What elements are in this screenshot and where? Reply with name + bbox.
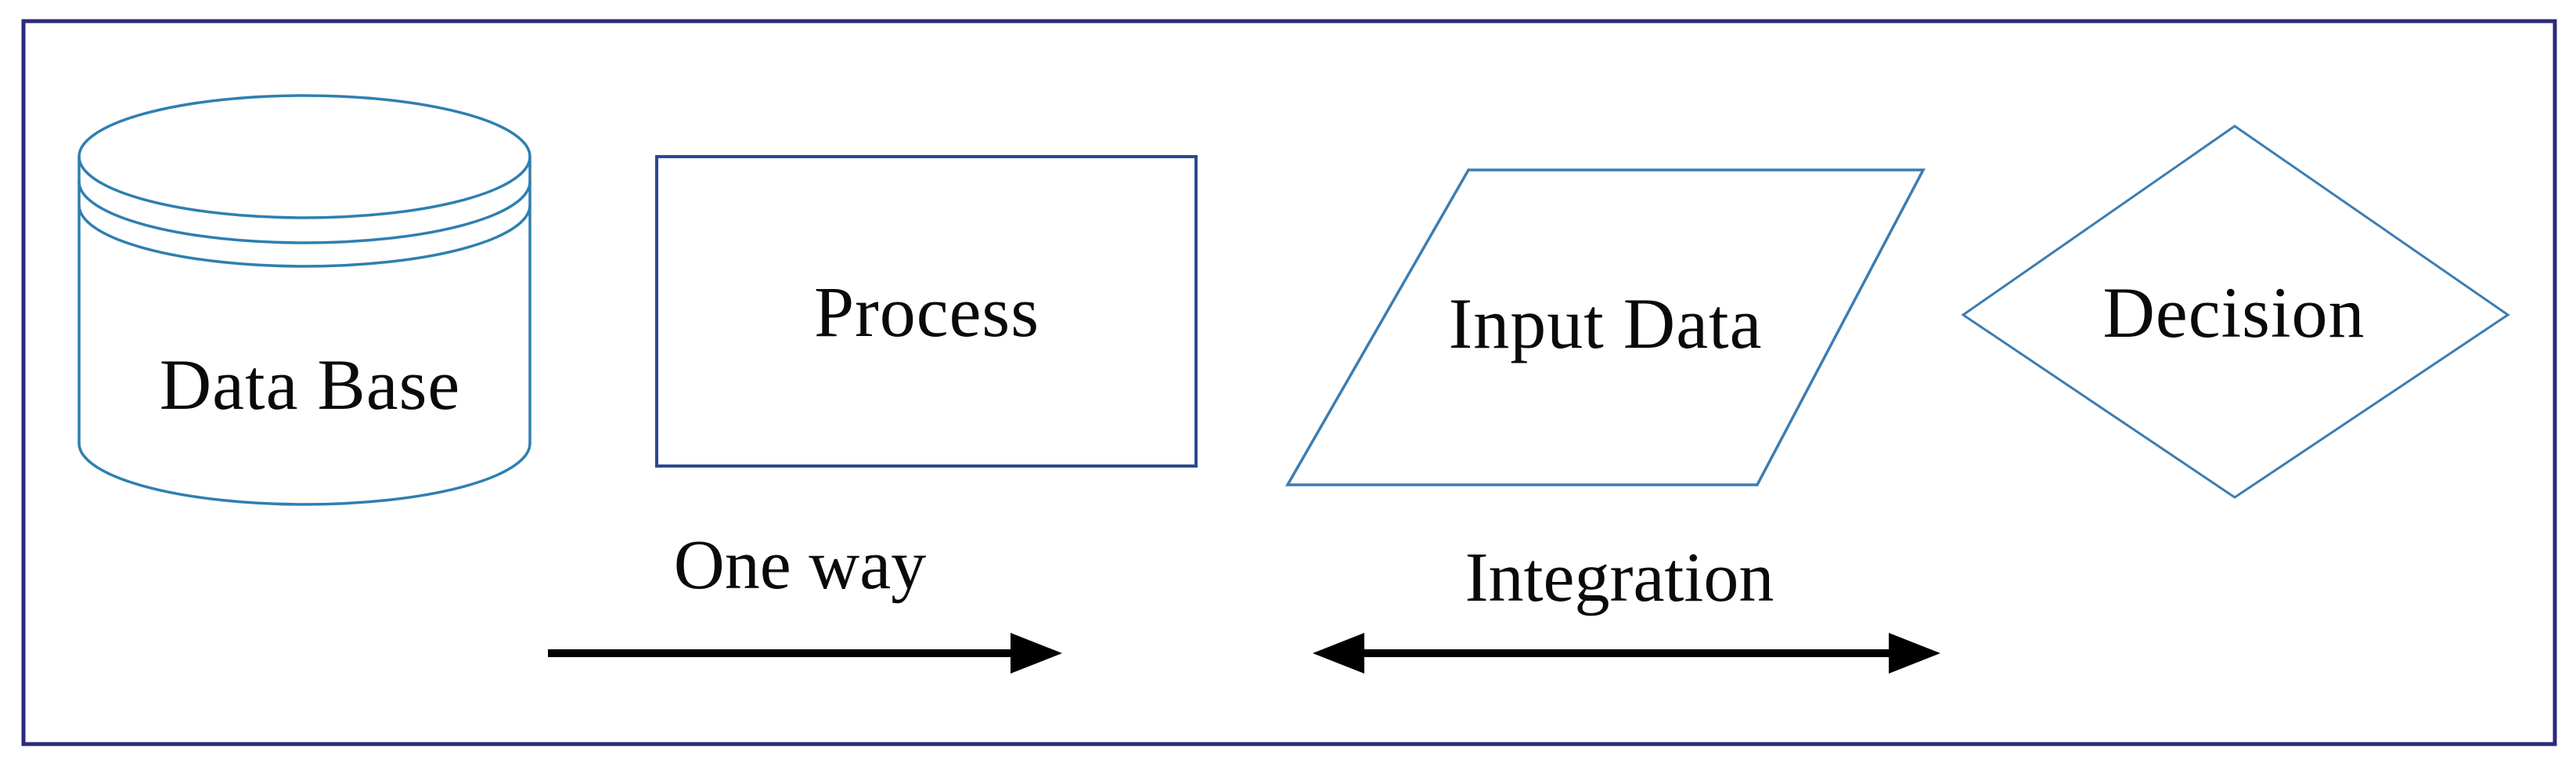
cylinder-outline — [77, 94, 531, 506]
frame-border — [21, 19, 2557, 746]
decision-label: Decision — [2102, 273, 2365, 352]
rectangle-outline — [655, 155, 1198, 468]
one-way-connector — [544, 627, 1068, 677]
parallelogram-outline — [1284, 168, 1926, 486]
one-way-arrowhead — [1011, 633, 1062, 674]
diamond-outline — [1961, 125, 2510, 499]
arrow-right-icon — [548, 633, 1062, 674]
integration-arrowhead-left — [1313, 633, 1364, 674]
database-label: Data Base — [159, 345, 461, 425]
rectangle-icon — [655, 155, 1198, 468]
integration-label: Integration — [1465, 539, 1774, 616]
input-data-label: Input Data — [1448, 284, 1763, 363]
input-data-shape — [1284, 167, 1928, 488]
one-way-label: One way — [673, 526, 927, 604]
database-shape — [74, 91, 535, 510]
decision-shape — [1960, 123, 2511, 500]
integration-arrowhead-right — [1889, 633, 1940, 674]
arrow-double-icon — [1313, 633, 1940, 674]
cylinder-icon — [77, 94, 531, 506]
integration-connector — [1309, 627, 1944, 677]
process-shape — [654, 154, 1199, 469]
parallelogram-icon — [1284, 168, 1926, 486]
diamond-icon — [1961, 125, 2510, 499]
process-label: Process — [813, 272, 1040, 352]
